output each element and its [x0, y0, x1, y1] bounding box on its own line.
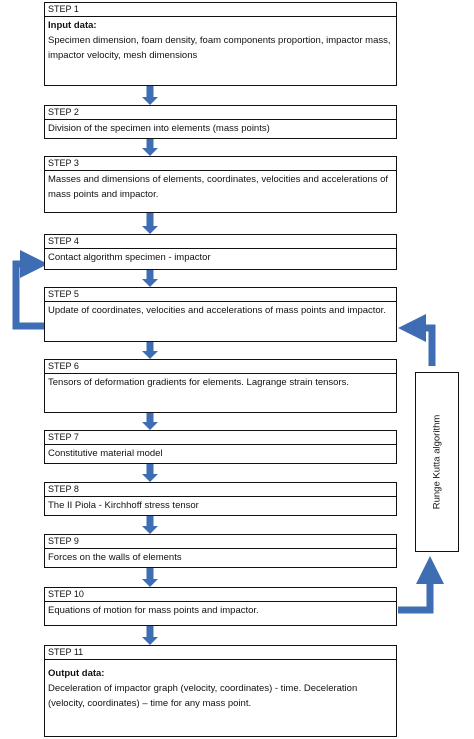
step-6-box: STEP 6 Tensors of deformation gradients …: [44, 359, 397, 413]
step-label: STEP 4: [45, 235, 396, 249]
step-11-box: STEP 11 Output data: Deceleration of imp…: [44, 645, 397, 737]
step-text: The II Piola - Kirchhoff stress tensor: [48, 500, 199, 511]
step-label: STEP 5: [45, 288, 396, 302]
step-8-box: STEP 8 The II Piola - Kirchhoff stress t…: [44, 482, 397, 516]
step-text: Contact algorithm specimen - impactor: [48, 252, 211, 263]
step-text: Division of the specimen into elements (…: [48, 123, 270, 134]
down-arrow-step4-to-step5: [142, 270, 158, 287]
down-arrow-step5-to-step6: [142, 342, 158, 359]
step-text: Update of coordinates, velocities and ac…: [48, 305, 386, 316]
step-text: Equations of motion for mass points and …: [48, 605, 259, 616]
step-subtitle: Input data:: [48, 20, 97, 31]
step-text: Tensors of deformation gradients for ele…: [48, 377, 349, 388]
arrow-runge-kutta-to-step5: [398, 314, 436, 366]
step-1-box: STEP 1 Input data: Specimen dimension, f…: [44, 2, 397, 86]
down-arrow-step7-to-step8: [142, 464, 158, 482]
step-text: Masses and dimensions of elements, coord…: [48, 174, 389, 200]
down-arrow-step10-to-step11: [142, 626, 158, 645]
step-label: STEP 2: [45, 106, 396, 120]
step-label: STEP 1: [45, 3, 396, 17]
step-2-box: STEP 2 Division of the specimen into ele…: [44, 105, 397, 139]
loop-arrow-step5-to-step4: [12, 250, 48, 330]
step-subtitle: Output data:: [48, 668, 105, 679]
down-arrow-step8-to-step9: [142, 516, 158, 534]
step-label: STEP 7: [45, 431, 396, 445]
down-arrow-step2-to-step3: [142, 139, 158, 156]
down-arrow-step3-to-step4: [142, 213, 158, 234]
step-9-box: STEP 9 Forces on the walls of elements: [44, 534, 397, 568]
step-text: Forces on the walls of elements: [48, 552, 182, 563]
step-4-box: STEP 4 Contact algorithm specimen - impa…: [44, 234, 397, 270]
step-label: STEP 9: [45, 535, 396, 549]
runge-kutta-box: Runge Kutta algorithm: [415, 372, 459, 552]
step-5-box: STEP 5 Update of coordinates, velocities…: [44, 287, 397, 342]
step-7-box: STEP 7 Constitutive material model: [44, 430, 397, 464]
step-10-box: STEP 10 Equations of motion for mass poi…: [44, 587, 397, 626]
runge-kutta-label: Runge Kutta algorithm: [431, 414, 443, 510]
step-label: STEP 10: [45, 588, 396, 602]
step-label: STEP 3: [45, 157, 396, 171]
step-text: Specimen dimension, foam density, foam c…: [48, 35, 391, 61]
down-arrows: [142, 86, 158, 645]
arrow-step10-to-runge-kutta: [398, 556, 444, 614]
down-arrow-step1-to-step2: [142, 86, 158, 105]
step-label: STEP 6: [45, 360, 396, 374]
step-text: Constitutive material model: [48, 448, 163, 459]
down-arrow-step9-to-step10: [142, 568, 158, 587]
step-3-box: STEP 3 Masses and dimensions of elements…: [44, 156, 397, 213]
step-label: STEP 11: [45, 646, 396, 660]
step-label: STEP 8: [45, 483, 396, 497]
down-arrow-step6-to-step7: [142, 413, 158, 430]
step-text: Deceleration of impactor graph (velocity…: [48, 683, 358, 709]
